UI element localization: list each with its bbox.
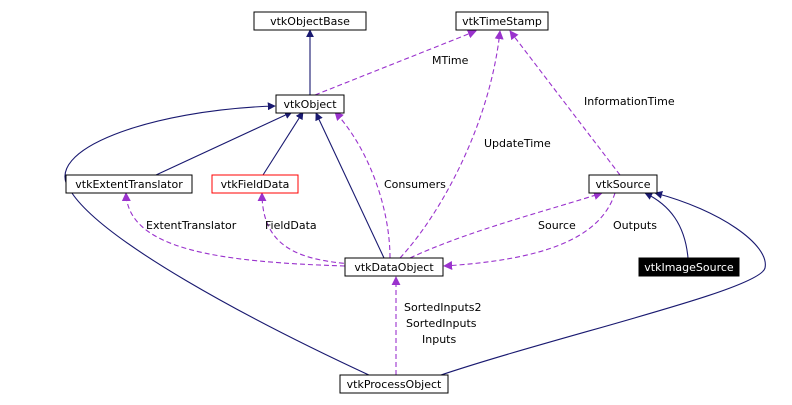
edge-outputs	[443, 192, 616, 270]
edge-mtime	[314, 29, 477, 96]
label-consumers: Consumers	[384, 178, 446, 191]
label-inputs: Inputs	[422, 333, 456, 346]
node-label: vtkTimeStamp	[462, 15, 542, 28]
label-extent-translator: ExtentTranslator	[146, 219, 237, 232]
label-information-time: InformationTime	[584, 95, 675, 108]
node-label: vtkExtentTranslator	[75, 178, 183, 191]
node-label: vtkFieldData	[221, 178, 290, 191]
edge-imagesource-to-source	[644, 192, 689, 259]
node-vtkimagesource[interactable]: vtkImageSource	[638, 257, 740, 277]
edge-labels: MTime InformationTime UpdateTime Consume…	[146, 54, 675, 346]
edge-extenttranslator	[121, 192, 346, 267]
node-label: vtkObjectBase	[270, 15, 350, 28]
edge-updatetime	[399, 30, 504, 259]
node-vtkprocessobject[interactable]: vtkProcessObject	[339, 374, 449, 394]
edge-dataobject-to-object	[315, 112, 385, 259]
label-source: Source	[538, 219, 576, 232]
usage-edges	[121, 29, 621, 375]
node-vtkextenttranslator[interactable]: vtkExtentTranslator	[65, 174, 193, 194]
label-update-time: UpdateTime	[484, 137, 551, 150]
label-sorted-inputs2: SortedInputs2	[404, 301, 482, 314]
node-vtkobject[interactable]: vtkObject	[275, 94, 345, 114]
node-label: vtkImageSource	[644, 261, 734, 274]
node-label: vtkObject	[283, 98, 337, 111]
node-label: vtkSource	[596, 178, 651, 191]
edge-fielddata-to-object	[262, 111, 304, 176]
node-vtksource[interactable]: vtkSource	[588, 174, 658, 194]
edge-consumers	[334, 111, 391, 259]
label-outputs: Outputs	[613, 219, 657, 232]
node-label: vtkDataObject	[354, 261, 434, 274]
edge-processobject-to-source	[437, 190, 766, 377]
edge-source	[409, 191, 603, 259]
node-vtkdataobject[interactable]: vtkDataObject	[344, 257, 444, 277]
node-vtkobjectbase[interactable]: vtkObjectBase	[253, 11, 367, 31]
label-field-data: FieldData	[265, 219, 317, 232]
edge-fielddata	[257, 192, 353, 265]
edge-extenttranslator-to-object	[155, 111, 293, 176]
node-vtktimestamp[interactable]: vtkTimeStamp	[455, 11, 549, 31]
node-vtkfielddata[interactable]: vtkFieldData	[211, 174, 299, 194]
edge-informationtime	[509, 30, 621, 176]
label-sorted-inputs: SortedInputs	[406, 317, 477, 330]
node-label: vtkProcessObject	[347, 378, 442, 391]
label-mtime: MTime	[432, 54, 469, 67]
